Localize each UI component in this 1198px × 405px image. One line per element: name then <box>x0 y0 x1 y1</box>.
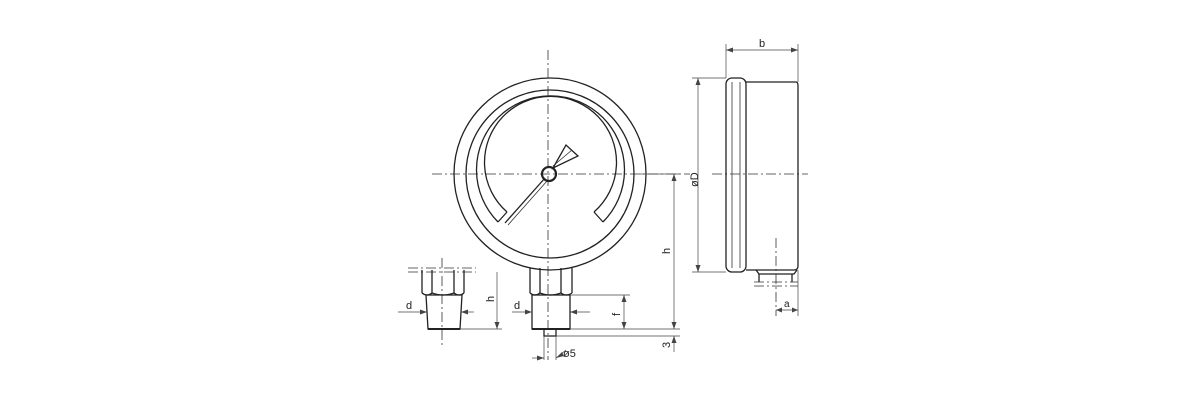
pointer-icon <box>504 143 580 226</box>
label-side-offset: a <box>784 299 790 310</box>
label-depth: b <box>759 38 765 50</box>
socket-hex <box>529 268 573 296</box>
label-stem-offset: 3 <box>661 342 673 348</box>
tapered-thread <box>425 294 463 330</box>
label-thread-left: d <box>406 300 412 312</box>
label-stem-diameter: ø5 <box>563 348 576 360</box>
bezel-profile <box>725 77 747 273</box>
label-height-center: h <box>661 248 673 254</box>
label-thread-front: d <box>514 300 520 312</box>
front-view: d f h 3 ø5 <box>432 50 690 361</box>
case-body <box>746 81 799 271</box>
dial-inner-arc <box>483 95 618 213</box>
inner-bezel <box>465 89 635 259</box>
label-thread-length: f <box>611 312 623 316</box>
label-height-left: h <box>485 296 497 302</box>
label-diameter: øD <box>689 172 701 187</box>
side-view: b øD a <box>689 38 808 316</box>
stem-tip <box>543 328 557 337</box>
alt-connection-detail: d h <box>398 258 502 348</box>
thread-connection <box>531 294 571 330</box>
